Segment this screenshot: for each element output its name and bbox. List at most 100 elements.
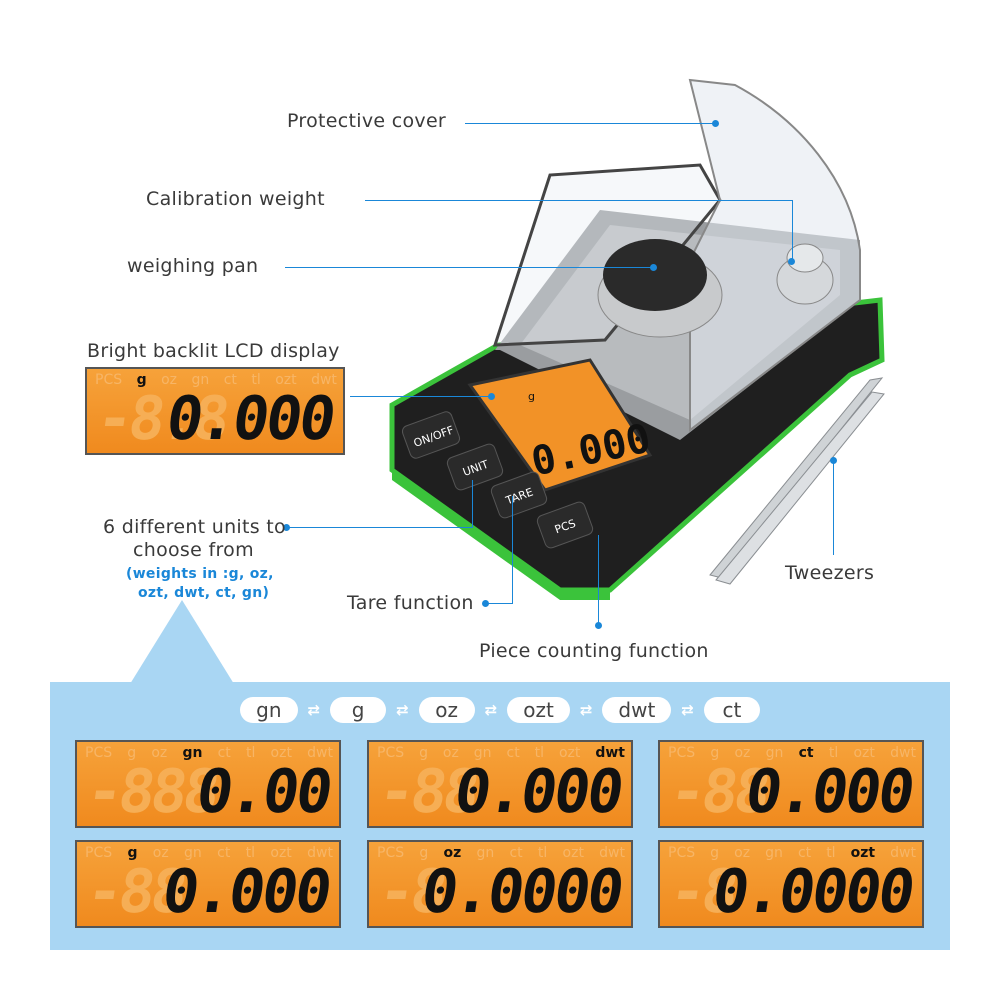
lcd-unit-label: ct [506, 745, 520, 761]
lcd-unit-label: g [136, 372, 147, 388]
tare-dot [482, 600, 489, 607]
lcd-unit-label: ct [509, 845, 523, 861]
lcd-value: 0.000 [158, 857, 334, 927]
label-protective-cover: Protective cover [287, 110, 447, 132]
lcd-unit-label: g [127, 845, 138, 861]
label-weighing-pan: weighing pan [127, 255, 259, 277]
lcd-unit-label: ozt [558, 745, 581, 761]
lcd-leader [350, 396, 490, 397]
lcd-unit-label: g [127, 745, 137, 761]
tweezers-dot [830, 457, 837, 464]
swap-arrow-icon: ⇄ [307, 701, 321, 719]
label-units-line2: choose from [133, 539, 254, 561]
protective-cover-left [492, 163, 722, 347]
tare-button[interactable]: TARE [490, 470, 549, 519]
lcd-unit-label: PCS [95, 372, 123, 388]
unit-leader [288, 527, 473, 528]
lcd-unit-label: PCS [668, 745, 696, 761]
lcd-unit-label: oz [161, 372, 177, 388]
label-calibration-weight: Calibration weight [146, 188, 325, 210]
lcd-value: 0.0000 [417, 857, 626, 927]
lcd-value: 0.000 [450, 757, 626, 827]
lcd-unit-label: PCS [668, 845, 696, 861]
tweezers-leader-v [833, 460, 834, 555]
label-piece-counting: Piece counting function [479, 640, 709, 662]
lcd-unit-label: gn [473, 745, 492, 761]
lcd-value: 0.00 [191, 757, 334, 827]
lcd-unit-label: dwt [595, 745, 625, 761]
lcd-unit-label: tl [245, 845, 256, 861]
lcd-unit-label: PCS [85, 745, 113, 761]
pcs-button[interactable]: PCS [536, 500, 595, 549]
lcd-unit-label: oz [734, 745, 751, 761]
tare-leader [485, 603, 513, 604]
calib-leader-v [792, 200, 793, 262]
lcd-unit-label: tl [537, 845, 548, 861]
label-lcd-display: Bright backlit LCD display [87, 340, 340, 362]
cover-leader [465, 123, 715, 124]
lcd-unit-label: g [710, 845, 720, 861]
lcd-unit-label: gn [191, 372, 210, 388]
pcs-leader-v [598, 535, 599, 625]
lcd-unit-label: tl [245, 745, 256, 761]
swap-arrow-icon: ⇄ [681, 701, 694, 719]
lcd-unit-label: oz [151, 745, 168, 761]
onoff-button[interactable]: ON/OFF [401, 410, 461, 460]
swap-arrow-icon: ⇄ [396, 701, 409, 719]
label-units-line1: 6 different units to [103, 516, 286, 538]
tare-leader-v [512, 496, 513, 603]
lcd-dot [488, 393, 495, 400]
unit-leader-v [472, 480, 473, 527]
lcd-unit-label: PCS [377, 845, 405, 861]
lcd-unit-label: dwt [307, 845, 333, 861]
device-lcd-panel [467, 358, 653, 492]
unit-button[interactable]: UNIT [446, 442, 505, 491]
unit-chip: ozt [507, 697, 570, 723]
lcd-unit-label: tl [828, 745, 839, 761]
lcd-unit-label: ozt [562, 845, 584, 861]
pan-dot [650, 264, 657, 271]
lcd-unit-label: ozt [270, 845, 292, 861]
lcd-unit-label: gn [765, 845, 783, 861]
lcd-unit-label: gn [182, 745, 203, 761]
lcd-unit-label: g [419, 745, 428, 761]
lcd-unit-label: dwt [890, 845, 916, 861]
lcd-unit-label: oz [443, 845, 462, 861]
lcd-unit-label: dwt [307, 745, 333, 761]
lcd-unit-label: gn [765, 745, 784, 761]
lcd-unit-label: ct [223, 372, 237, 388]
lcd-unit-label: dwt [311, 372, 337, 388]
lcd-unit-label: gn [184, 845, 202, 861]
lcd-unit-label: gn [476, 845, 495, 861]
calib-dot [788, 258, 795, 265]
device-lcd-unit: g [528, 390, 535, 403]
lcd-unit-label: ct [217, 845, 231, 861]
label-tare-function: Tare function [347, 592, 474, 614]
label-units-note2: ozt, dwt, ct, gn) [138, 585, 270, 601]
unit-chip: oz [418, 697, 475, 723]
pan-leader [285, 267, 653, 268]
calibration-weight-top [786, 243, 824, 273]
tweezers-arm [715, 391, 885, 585]
weighing-pan [603, 239, 707, 311]
lcd-unit-label: tl [534, 745, 545, 761]
label-units-note1: (weights in :g, oz, [126, 566, 274, 582]
lcd-value: 0.0000 [708, 857, 917, 927]
lcd-unit-label: tl [826, 845, 836, 861]
panel-pointer [130, 600, 234, 684]
lcd-unit-label: ct [217, 745, 231, 761]
lcd-unit-label: g [419, 845, 429, 861]
unit-chip: dwt [602, 697, 672, 723]
